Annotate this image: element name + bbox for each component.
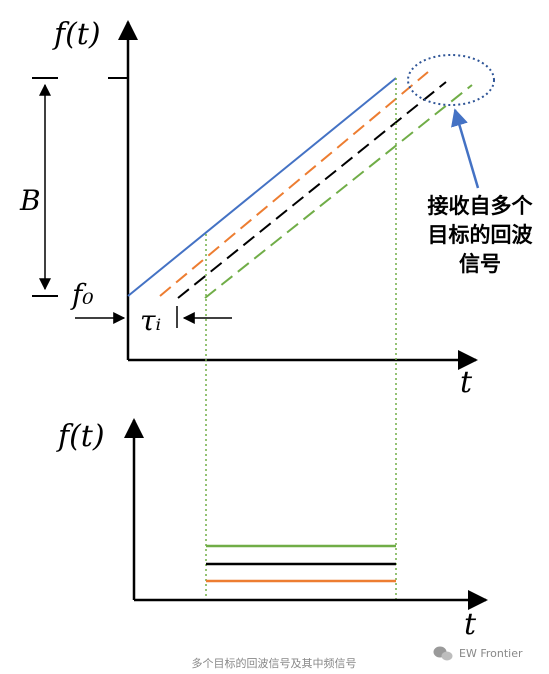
- watermark-text: EW Frontier: [459, 647, 523, 660]
- echo-green-line: [204, 84, 473, 299]
- annotation-line-1: 接收自多个: [428, 194, 534, 218]
- echo-black-line: [177, 81, 447, 299]
- top-y-axis-label: f(t): [52, 17, 101, 52]
- top-x-axis-label: t: [460, 365, 473, 400]
- echo-cluster-ellipse: [407, 54, 495, 106]
- tau-label: τᵢ: [140, 304, 161, 337]
- annotation-line-2: 目标的回波: [428, 223, 534, 247]
- bandwidth-label: B: [19, 184, 41, 217]
- bottom-y-axis-label: f(t): [56, 419, 105, 454]
- annotation-line-3: 信号: [459, 252, 501, 276]
- annotation-pointer-arrow: [451, 108, 480, 189]
- wechat-icon: [433, 646, 453, 661]
- f0-label: f₀: [70, 278, 94, 311]
- echo-orange-line: [159, 71, 429, 297]
- bottom-x-axis-label: t: [464, 607, 477, 642]
- transmit-chirp-line: [127, 77, 397, 297]
- caption: 多个目标的回波信号及其中频信号: [192, 656, 357, 670]
